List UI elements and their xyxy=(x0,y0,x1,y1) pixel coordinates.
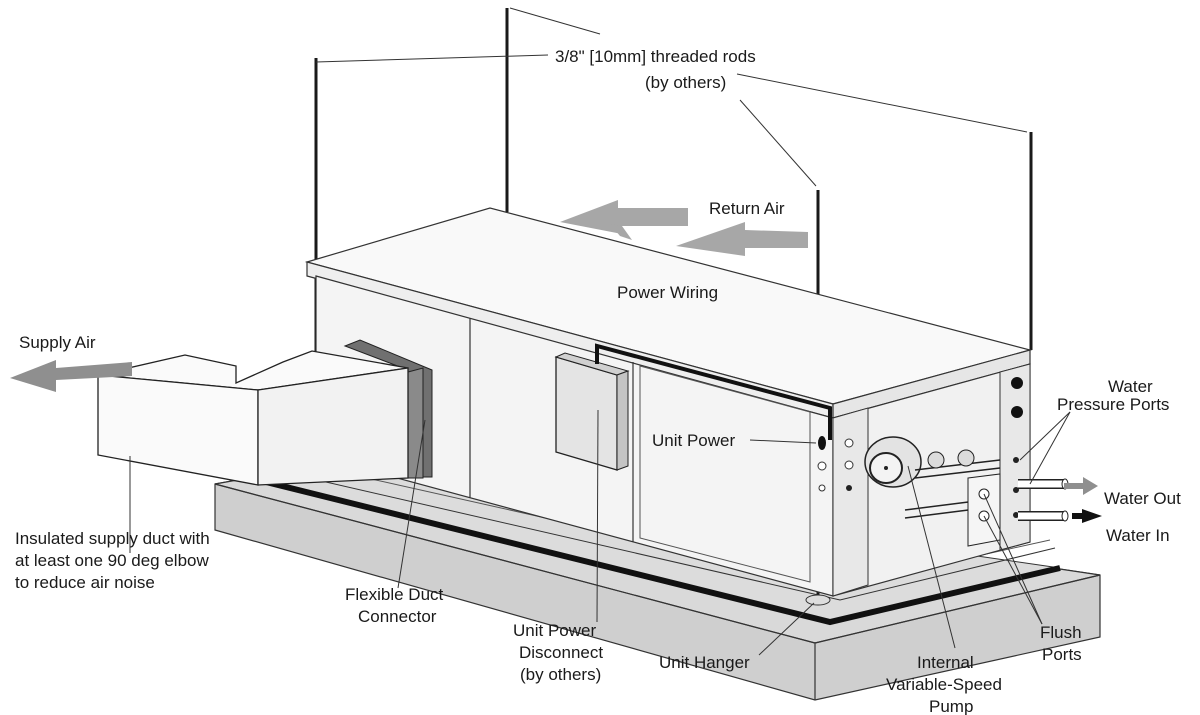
label-water-pressure-ports-2: Pressure Ports xyxy=(1057,395,1169,414)
label-unit-power-disconnect-3: (by others) xyxy=(520,665,601,684)
unit-power-connection xyxy=(818,436,826,450)
label-insulated-duct-2: at least one 90 deg elbow xyxy=(15,551,209,570)
label-flush-ports-2: Ports xyxy=(1042,645,1082,664)
return-air-arrow-3 xyxy=(610,224,632,240)
water-out-arrow xyxy=(1064,477,1098,495)
label-pump-2: Variable-Speed xyxy=(886,675,1002,694)
return-air-arrow-1 xyxy=(560,200,688,234)
disconnect-box xyxy=(554,352,630,471)
label-insulated-duct-3: to reduce air noise xyxy=(15,573,155,592)
label-pump-3: Pump xyxy=(929,697,973,715)
label-rods: 3/8" [10mm] threaded rods xyxy=(555,47,756,66)
label-rods-by-others: (by others) xyxy=(645,73,726,92)
return-air-arrows xyxy=(560,200,808,256)
isolation-pad-strip xyxy=(261,478,1061,626)
label-water-out: Water Out xyxy=(1104,489,1181,508)
label-water-in: Water In xyxy=(1106,526,1170,545)
label-unit-power-disconnect: Unit Power xyxy=(513,621,596,640)
water-pipes xyxy=(1018,478,1069,522)
pump-assembly xyxy=(864,436,1001,547)
supply-duct xyxy=(97,339,433,486)
label-flexible-duct-2: Connector xyxy=(358,607,437,626)
supply-air-arrow xyxy=(10,360,132,392)
power-wiring-conduit xyxy=(595,343,832,440)
leader-lines xyxy=(129,7,1071,656)
label-flexible-duct: Flexible Duct xyxy=(345,585,444,604)
label-return-air: Return Air xyxy=(709,199,785,218)
label-water-pressure-ports: Water xyxy=(1108,377,1153,396)
label-pump: Internal xyxy=(917,653,974,672)
unit-hanger xyxy=(805,594,831,606)
label-unit-power-disconnect-2: Disconnect xyxy=(519,643,603,662)
diagram-labels: 3/8" [10mm] threaded rods (by others) Re… xyxy=(15,47,1181,715)
label-unit-hanger: Unit Hanger xyxy=(659,653,750,672)
label-power-wiring: Power Wiring xyxy=(617,283,718,302)
return-air-arrow-2 xyxy=(676,222,808,256)
water-in-arrow xyxy=(1072,509,1102,523)
label-flush-ports: Flush xyxy=(1040,623,1082,642)
label-insulated-duct: Insulated supply duct with xyxy=(15,529,210,548)
label-unit-power: Unit Power xyxy=(652,431,735,450)
label-supply-air: Supply Air xyxy=(19,333,96,352)
